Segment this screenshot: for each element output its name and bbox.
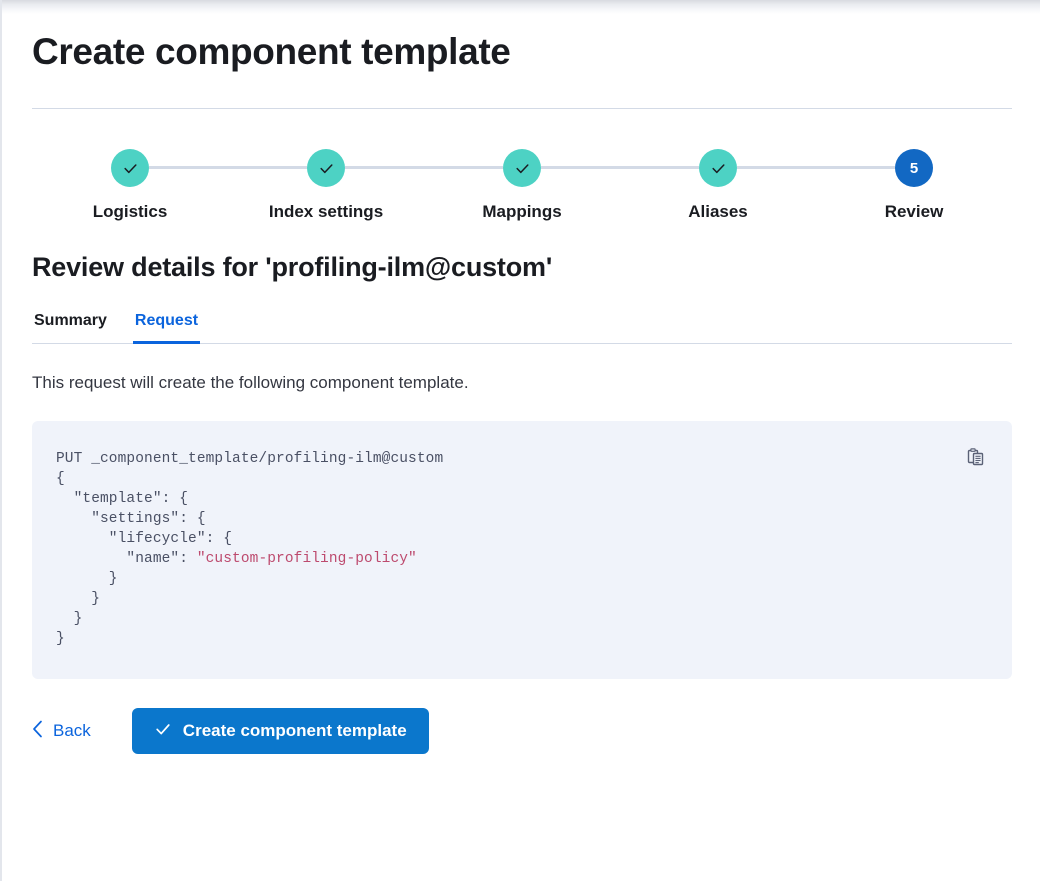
review-tabs: Summary Request [32, 312, 1012, 344]
check-icon [503, 149, 541, 187]
stepper-step-mappings[interactable]: Mappings [424, 149, 620, 222]
tab-summary[interactable]: Summary [32, 312, 109, 344]
step-number-badge: 5 [895, 149, 933, 187]
panel-left-edge [0, 0, 2, 881]
request-code-text: PUT _component_template/profiling-ilm@cu… [56, 451, 444, 647]
request-code-block: PUT _component_template/profiling-ilm@cu… [32, 421, 1012, 679]
stepper-step-label: Aliases [688, 202, 748, 221]
section-title: Review details for 'profiling-ilm@custom… [32, 252, 553, 282]
title-divider [32, 108, 1012, 109]
stepper-step-index-settings[interactable]: Index settings [228, 149, 424, 222]
copy-clipboard-icon[interactable] [962, 443, 990, 471]
stepper-step-label: Logistics [92, 202, 168, 221]
request-description: This request will create the following c… [32, 373, 469, 392]
stepper-connector [541, 166, 699, 169]
back-button[interactable]: Back [32, 720, 91, 743]
stepper-step-aliases[interactable]: Aliases [620, 149, 816, 222]
stepper-connector [737, 166, 895, 169]
code-string-value: "custom-profiling-policy" [196, 551, 417, 567]
check-icon [699, 149, 737, 187]
back-button-label: Back [53, 721, 91, 740]
check-icon [307, 149, 345, 187]
chevron-left-icon [32, 720, 43, 743]
footer-actions: Back Create component template [32, 708, 1008, 754]
page-title: Create component template [32, 31, 511, 72]
stepper-connector [345, 166, 503, 169]
stepper-step-logistics[interactable]: Logistics [32, 149, 228, 222]
create-component-template-button-label: Create component template [182, 721, 407, 740]
stepper-connector [149, 166, 307, 169]
stepper-step-label: Index settings [268, 202, 384, 221]
check-icon [111, 149, 149, 187]
tab-request[interactable]: Request [132, 312, 201, 344]
stepper-step-label: Mappings [482, 202, 562, 221]
check-icon [154, 720, 172, 743]
stepper-step-label: Review [884, 202, 944, 221]
create-component-template-button[interactable]: Create component template [131, 708, 429, 754]
